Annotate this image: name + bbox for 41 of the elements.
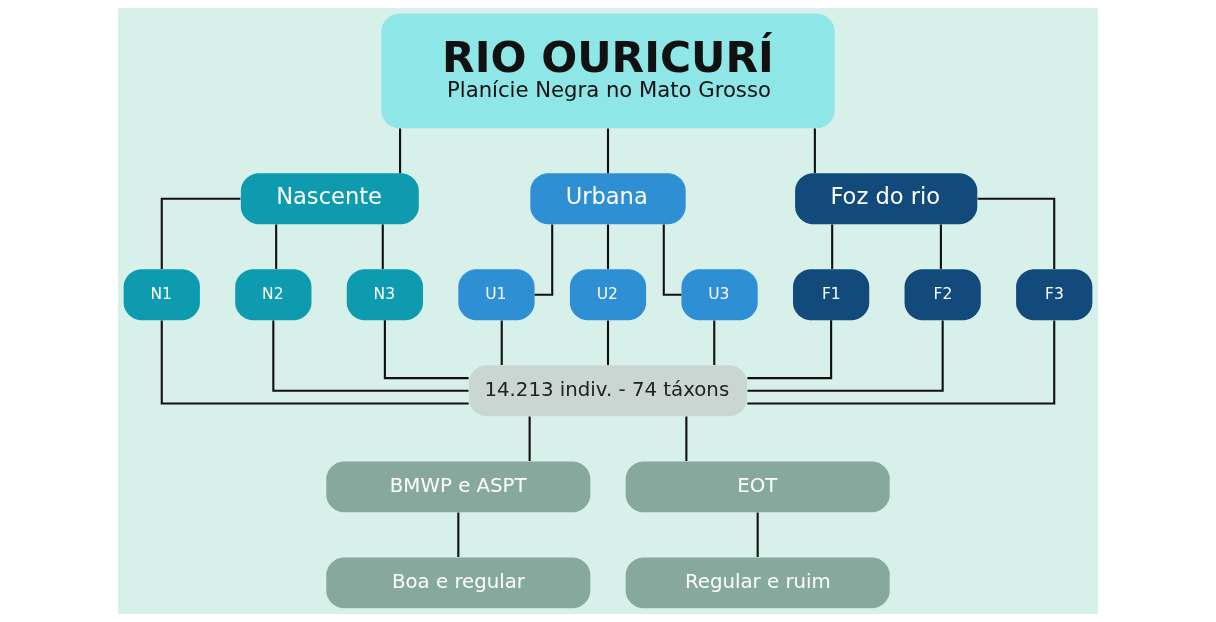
connector [528,416,531,461]
connector [160,320,469,405]
connector [606,320,610,365]
node-box: F3 [1016,269,1093,321]
connector [747,320,833,380]
node-box: Boa e regular [326,557,591,609]
connector [813,128,816,174]
node-box: 14.213 indiv. - 74 táxons [468,365,748,417]
connector [381,224,384,269]
connector [747,320,944,392]
node-box: U2 [569,269,647,321]
connector [831,224,834,269]
node-box: N1 [123,269,200,321]
connector [606,128,610,174]
connector [500,320,503,365]
connector [275,224,278,269]
connector [272,320,469,392]
node-box: U1 [458,269,535,321]
node-box: EOT [625,461,890,513]
node-box: RIO OURICURÍ Planície Negra no Mato Grosso [381,13,835,129]
connector [747,320,1056,405]
node-box: BMWP e ASPT [326,461,591,513]
node-box: N2 [235,269,312,321]
node-box: F1 [793,269,870,321]
node-box: F2 [904,269,981,321]
connector [383,320,469,380]
connector [160,197,241,270]
node-box: Nascente [240,173,419,225]
connector [939,224,942,269]
node-box: N3 [346,269,423,321]
connector [713,320,716,365]
node-box: Foz do rio [795,173,978,225]
connector [399,128,402,174]
connector [977,197,1056,270]
node-box: Regular e ruim [625,557,890,609]
node-box: U3 [681,269,758,321]
connector [457,512,460,558]
connector [756,512,759,558]
connector [606,224,610,269]
connector [685,416,688,461]
node-box: Urbana [530,173,686,225]
